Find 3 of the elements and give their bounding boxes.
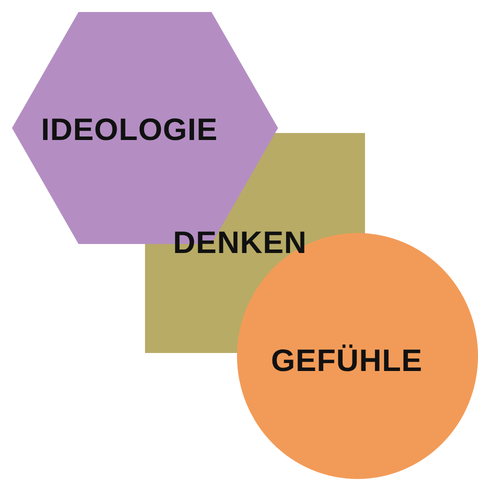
shape-label: IDEOLOGIE: [41, 112, 218, 148]
shape-label: DENKEN: [173, 225, 307, 261]
shape-label: GEFÜHLE: [271, 343, 423, 379]
